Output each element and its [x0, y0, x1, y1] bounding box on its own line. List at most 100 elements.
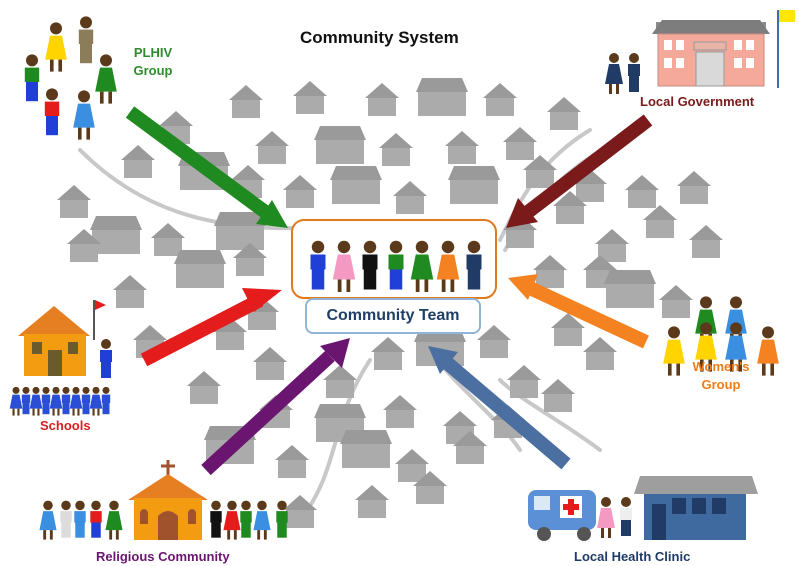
- person-icon: [332, 240, 356, 292]
- house-icon: [416, 78, 468, 116]
- house-icon: [445, 131, 479, 164]
- person-icon: [310, 240, 326, 290]
- person-icon: [605, 53, 623, 94]
- person-icon: [49, 386, 63, 416]
- house-icon: [477, 325, 511, 358]
- person-icon: [253, 500, 271, 540]
- clinic-building: [634, 476, 758, 540]
- house-icon: [253, 347, 287, 380]
- house-icon: [604, 270, 656, 308]
- clinic-staff: [597, 497, 632, 538]
- house-icon: [233, 243, 267, 276]
- house-icon: [371, 337, 405, 370]
- house-icon: [625, 175, 659, 208]
- arrow-plhiv: [125, 106, 288, 228]
- person-icon: [240, 500, 252, 538]
- house-icon: [541, 379, 575, 412]
- religious-community-people: [39, 500, 288, 540]
- person-icon: [466, 240, 482, 290]
- person-icon: [90, 500, 102, 538]
- influence-arrows: [125, 106, 653, 476]
- house-icon: [293, 81, 327, 114]
- person-icon: [45, 22, 67, 72]
- person-icon: [81, 386, 91, 415]
- house-icon: [448, 166, 500, 204]
- house-icon: [533, 255, 567, 288]
- person-icon: [100, 339, 112, 378]
- diagram-title: Community System: [300, 28, 459, 47]
- community-team-panel: [291, 219, 497, 299]
- house-icon: [523, 155, 557, 188]
- house-icon: [355, 485, 389, 518]
- person-icon: [597, 497, 615, 538]
- person-icon: [725, 322, 747, 372]
- arrow-schools: [140, 288, 282, 367]
- house-icon: [379, 133, 413, 166]
- local-health-clinic-label: Local Health Clinic: [574, 549, 691, 564]
- house-icon: [547, 97, 581, 130]
- plhiv-group-people: [24, 16, 117, 140]
- arrow-clinic: [428, 346, 571, 470]
- person-icon: [74, 500, 86, 538]
- house-icon: [383, 395, 417, 428]
- womens-label-line1: Women's: [692, 359, 750, 374]
- house-icon: [330, 166, 382, 204]
- house-icon: [323, 365, 357, 398]
- person-icon: [9, 386, 23, 416]
- arrow-womens: [508, 274, 649, 349]
- house-icon: [90, 216, 142, 254]
- house-icon: [314, 404, 366, 442]
- house-icon: [314, 126, 366, 164]
- house-icon: [553, 191, 587, 224]
- person-icon: [105, 500, 123, 540]
- person-icon: [757, 326, 779, 376]
- person-icon: [21, 386, 31, 415]
- plhiv-group-label: PLHIV Group: [130, 44, 176, 80]
- church-icon: [128, 460, 208, 540]
- person-icon: [101, 386, 111, 415]
- house-icon: [453, 431, 487, 464]
- local-government-label: Local Government: [640, 94, 755, 109]
- house-icon: [507, 365, 541, 398]
- house-icon: [57, 185, 91, 218]
- house-icon: [214, 212, 266, 250]
- house-icon: [255, 131, 289, 164]
- arrow-religious: [201, 338, 350, 476]
- team-members: [310, 240, 482, 292]
- ambulance-icon: [528, 490, 596, 541]
- person-icon: [388, 240, 404, 290]
- house-icon: [413, 471, 447, 504]
- person-icon: [60, 500, 72, 538]
- person-icon: [95, 54, 117, 104]
- house-icon: [393, 181, 427, 214]
- plhiv-label-line1: PLHIV: [133, 45, 173, 60]
- womens-label-line2: Group: [701, 377, 741, 392]
- community-team-label: Community Team: [305, 298, 481, 334]
- school-icon: [18, 300, 106, 376]
- person-icon: [41, 386, 51, 415]
- house-icon: [659, 285, 693, 318]
- house-icon: [275, 445, 309, 478]
- womens-group-people: [663, 296, 779, 376]
- house-icon: [595, 229, 629, 262]
- house-icon: [283, 495, 317, 528]
- person-icon: [24, 54, 40, 102]
- house-icon: [229, 85, 263, 118]
- person-icon: [69, 386, 83, 416]
- plhiv-label-line2: Group: [133, 63, 173, 78]
- schools-label: Schools: [40, 418, 91, 433]
- person-icon: [39, 500, 57, 540]
- house-icon: [583, 337, 617, 370]
- house-icon: [483, 83, 517, 116]
- house-icon: [689, 225, 723, 258]
- person-icon: [78, 16, 94, 64]
- person-icon: [362, 240, 378, 290]
- person-icon: [44, 88, 60, 136]
- house-icon: [340, 430, 392, 468]
- person-icon: [410, 240, 434, 292]
- person-icon: [29, 386, 43, 416]
- school-children: [9, 339, 112, 416]
- person-icon: [89, 386, 103, 416]
- house-icon: [121, 145, 155, 178]
